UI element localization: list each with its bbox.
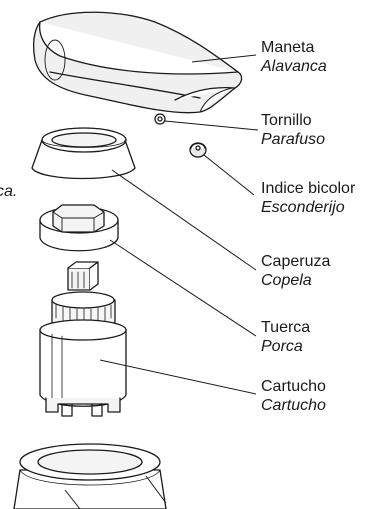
label-cartucho: Cartucho Cartucho: [261, 377, 326, 415]
part-name-alt: Parafuso: [261, 131, 326, 148]
part-name: Tornillo: [261, 112, 312, 129]
leader-line-tuerca: [109, 239, 257, 337]
part-name-alt: Alavanca: [261, 58, 327, 75]
part-name: Caperuza: [261, 253, 331, 270]
label-indice-bicolor: Indice bicolor Esconderijo: [261, 179, 355, 217]
cap: [31, 127, 136, 180]
part-name-alt: Copela: [261, 272, 312, 289]
label-tuerca: Tuerca Porca: [261, 318, 310, 356]
cut-off-text: ca.: [0, 183, 18, 200]
part-name-alt: Esconderijo: [261, 199, 345, 216]
part-name: Maneta: [261, 39, 315, 56]
label-caperuza: Caperuza Copela: [261, 252, 330, 290]
leader-line-cartucho: [99, 359, 257, 395]
base-body: [13, 443, 167, 509]
screw: [154, 113, 166, 125]
part-name: Cartucho: [261, 378, 326, 395]
lever-handle: [33, 11, 243, 114]
cartridge: [39, 261, 127, 417]
part-name: Indice bicolor: [261, 180, 356, 197]
part-name-alt: Cartucho: [261, 397, 326, 414]
nut: [39, 204, 119, 252]
part-name: Tuerca: [261, 319, 311, 336]
leader-line-caperuza: [111, 169, 257, 271]
leader-line-base-left: [64, 489, 81, 509]
color-index: [189, 142, 207, 158]
part-name-alt: Porca: [261, 338, 303, 355]
leader-line-indice: [203, 154, 255, 196]
leader-line-maneta: [191, 54, 257, 63]
leader-line-tornillo: [164, 120, 259, 131]
leader-line-base-right: [145, 475, 167, 504]
label-tornillo: Tornillo Parafuso: [261, 111, 325, 149]
label-maneta: Maneta Alavanca: [261, 38, 327, 76]
